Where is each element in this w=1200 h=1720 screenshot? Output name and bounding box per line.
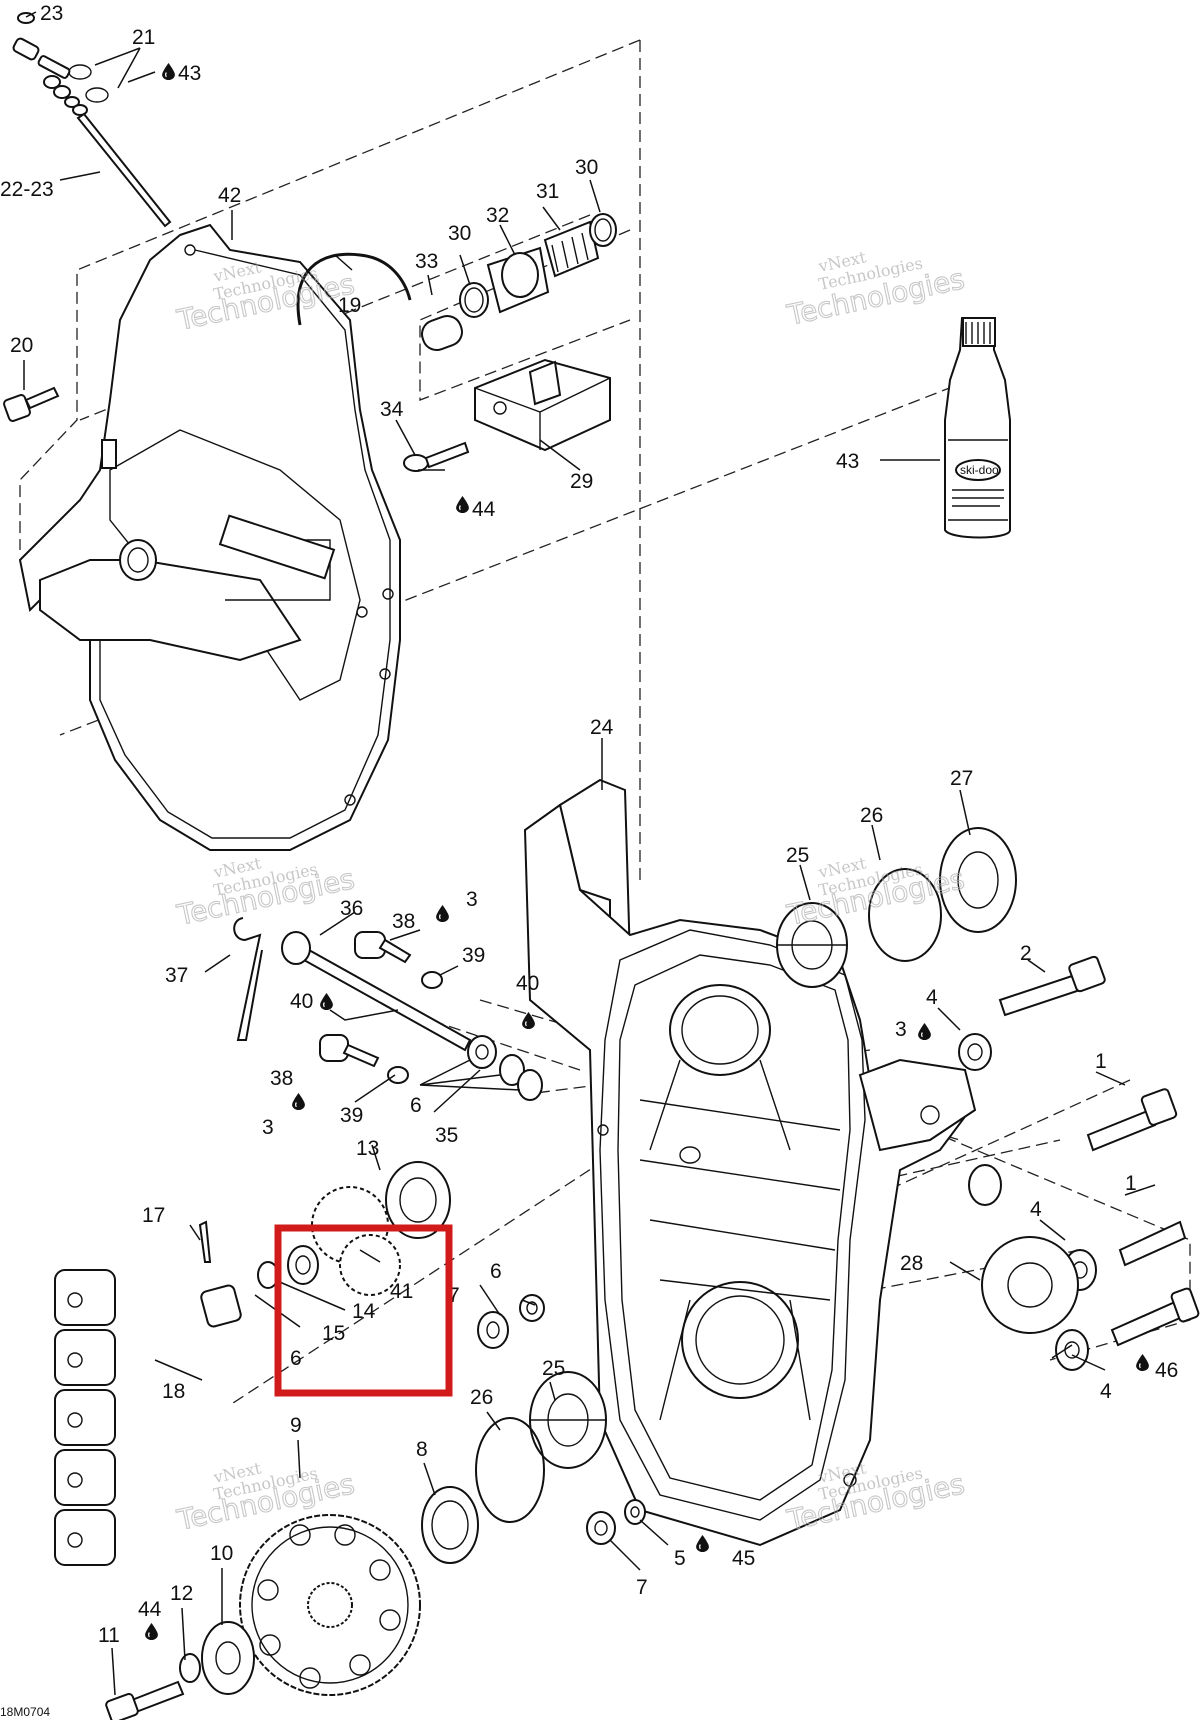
callout-15: 15 — [322, 1322, 345, 1345]
oil-drop-icon — [1136, 1354, 1149, 1371]
callout-29: 29 — [570, 470, 593, 493]
callout-41: 41 — [390, 1280, 413, 1303]
bottle-brand-label: ski-doo — [960, 463, 999, 477]
upper-bearing-set — [776, 827, 1017, 988]
oil-drop-icon — [145, 1623, 158, 1640]
callout-31: 31 — [536, 180, 559, 203]
callout-7: 7 — [448, 1284, 460, 1307]
callout-18: 18 — [162, 1380, 185, 1403]
callout-28: 28 — [900, 1252, 923, 1275]
callout-13: 13 — [356, 1137, 379, 1160]
callout-17: 17 — [142, 1204, 165, 1227]
large-sprocket — [105, 1514, 421, 1720]
callout-25: 25 — [786, 844, 809, 867]
callout-39: 39 — [462, 944, 485, 967]
callout-11: 11 — [98, 1624, 120, 1647]
callout-46: 46 — [1155, 1359, 1178, 1382]
oil-drop-icon — [456, 496, 469, 513]
oil-drop-icon — [292, 1093, 305, 1110]
callout-7: 7 — [636, 1576, 648, 1599]
diagram-code: 18M0704 — [0, 1705, 50, 1719]
callout-23: 23 — [40, 2, 63, 25]
callout-32: 32 — [486, 204, 509, 227]
callout-19: 19 — [338, 294, 361, 317]
adjuster-shaft — [12, 12, 172, 228]
callout-4: 4 — [926, 986, 938, 1009]
callout-1: 1 — [1095, 1050, 1107, 1073]
callout-20: 20 — [10, 334, 33, 357]
lubricant-bottle: ski-doo — [944, 317, 1011, 539]
bolt-20 — [3, 386, 60, 422]
callout-34: 34 — [380, 398, 404, 421]
oil-drop-icon — [436, 905, 449, 922]
callout-4: 4 — [1100, 1380, 1112, 1403]
callout-14: 14 — [352, 1300, 376, 1323]
shaft-hardware — [233, 917, 543, 1101]
callout-3: 3 — [466, 888, 478, 911]
callout-40: 40 — [290, 990, 313, 1013]
callout-3: 3 — [262, 1116, 274, 1139]
oil-drop-icon — [162, 63, 175, 80]
tensioner-bearings — [421, 213, 617, 351]
callout-38: 38 — [392, 910, 415, 933]
callout-21: 21 — [132, 26, 155, 49]
wire — [296, 252, 412, 326]
callout-30: 30 — [575, 156, 598, 179]
callout-labels: 23 21 43 22-23 42 20 19 33 30 32 31 30 3… — [0, 2, 1178, 1719]
callout-24: 24 — [590, 716, 614, 739]
callout-10: 10 — [210, 1542, 233, 1565]
oil-drop-icon — [696, 1535, 709, 1552]
callout-3: 3 — [895, 1018, 907, 1041]
cover-bolts — [958, 955, 1200, 1371]
callout-33: 33 — [415, 250, 438, 273]
callout-6: 6 — [490, 1260, 502, 1283]
leader-lines — [23, 11, 1156, 1696]
oil-drop-icon — [522, 1012, 535, 1029]
callout-6: 6 — [410, 1094, 422, 1117]
drive-chain — [54, 1269, 116, 1566]
lower-drive-parts — [198, 1161, 451, 1328]
callout-43: 43 — [178, 62, 201, 85]
callout-36: 36 — [340, 897, 363, 920]
highlight-box — [274, 1224, 453, 1397]
callout-26: 26 — [470, 1386, 493, 1409]
callout-45: 45 — [732, 1547, 755, 1570]
callout-2: 2 — [1020, 942, 1032, 965]
oil-drop-icon — [918, 1023, 931, 1040]
bottom-hardware — [421, 1294, 646, 1564]
callout-1: 1 — [1125, 1172, 1137, 1195]
callout-26: 26 — [860, 804, 883, 827]
callout-37: 37 — [165, 964, 188, 987]
callout-22-23: 22-23 — [0, 178, 54, 201]
callout-4: 4 — [1030, 1198, 1042, 1221]
tensioner-bracket — [403, 358, 611, 472]
callout-38: 38 — [270, 1067, 293, 1090]
chaincase-cover — [18, 223, 401, 851]
callout-12: 12 — [170, 1582, 193, 1605]
callout-42: 42 — [218, 184, 241, 207]
callout-35: 35 — [435, 1124, 458, 1147]
callout-43: 43 — [836, 450, 859, 473]
callout-25: 25 — [542, 1357, 565, 1380]
callout-6: 6 — [290, 1347, 302, 1370]
callout-30: 30 — [448, 222, 471, 245]
callout-39: 39 — [340, 1104, 363, 1127]
callout-9: 9 — [290, 1414, 302, 1437]
callout-44: 44 — [138, 1598, 162, 1621]
callout-40: 40 — [516, 972, 539, 995]
chaincase-housing — [523, 778, 977, 1547]
callout-8: 8 — [416, 1438, 428, 1461]
callout-27: 27 — [950, 767, 973, 790]
callout-44: 44 — [472, 498, 496, 521]
oil-drop-icon — [320, 993, 333, 1010]
callout-5: 5 — [674, 1547, 686, 1570]
